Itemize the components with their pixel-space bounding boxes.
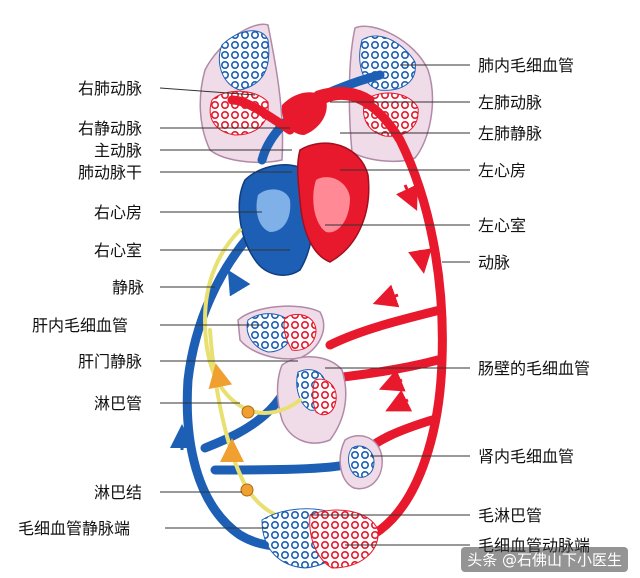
left-lung bbox=[348, 25, 434, 163]
label-intestinal-capillaries: 肠壁的毛细血管 bbox=[478, 359, 591, 378]
label-liver-capillaries: 肝内毛细血管 bbox=[32, 316, 129, 335]
label-left-atrium: 左心房 bbox=[478, 161, 527, 180]
label-right-ventricle: 右心室 bbox=[94, 241, 143, 260]
heart bbox=[238, 92, 370, 276]
lymph-node bbox=[240, 483, 254, 497]
label-lung-capillaries: 肺内毛细血管 bbox=[478, 56, 575, 75]
intestine bbox=[276, 356, 347, 444]
kidney bbox=[339, 435, 383, 490]
label-right-atrium: 右心房 bbox=[94, 203, 143, 222]
liver bbox=[237, 305, 325, 360]
capillary-bed bbox=[261, 508, 379, 569]
label-left-pulmonary-artery: 左肺动脉 bbox=[478, 93, 543, 112]
label-kidney-capillaries: 肾内毛细血管 bbox=[478, 447, 575, 466]
label-pulmonary-trunk: 肺动脉干 bbox=[78, 163, 143, 182]
label-lymph-vessel: 淋巴管 bbox=[94, 394, 143, 413]
label-venous-capillary-end: 毛细血管静脉端 bbox=[18, 519, 131, 538]
watermark: 头条 @石佛山下小医生 bbox=[461, 547, 628, 572]
label-aorta: 主动脉 bbox=[94, 141, 143, 160]
label-right-pulmonary-artery: 右肺动脉 bbox=[78, 79, 143, 98]
lymph-node-upper bbox=[241, 405, 255, 419]
label-left-pulmonary-vein: 左肺静脉 bbox=[478, 124, 543, 143]
leader-lines bbox=[159, 64, 470, 546]
label-hepatic-portal-vein: 肝门静脉 bbox=[78, 352, 143, 371]
label-right-pulmonary-vein: 右静动脉 bbox=[78, 119, 143, 138]
label-artery: 动脉 bbox=[478, 253, 511, 272]
flow-arrows bbox=[170, 184, 432, 462]
label-lymph-capillary: 毛淋巴管 bbox=[478, 506, 543, 525]
label-vein: 静脉 bbox=[112, 278, 145, 297]
label-left-ventricle: 左心室 bbox=[478, 216, 527, 235]
label-lymph-node: 淋巴结 bbox=[94, 483, 143, 502]
